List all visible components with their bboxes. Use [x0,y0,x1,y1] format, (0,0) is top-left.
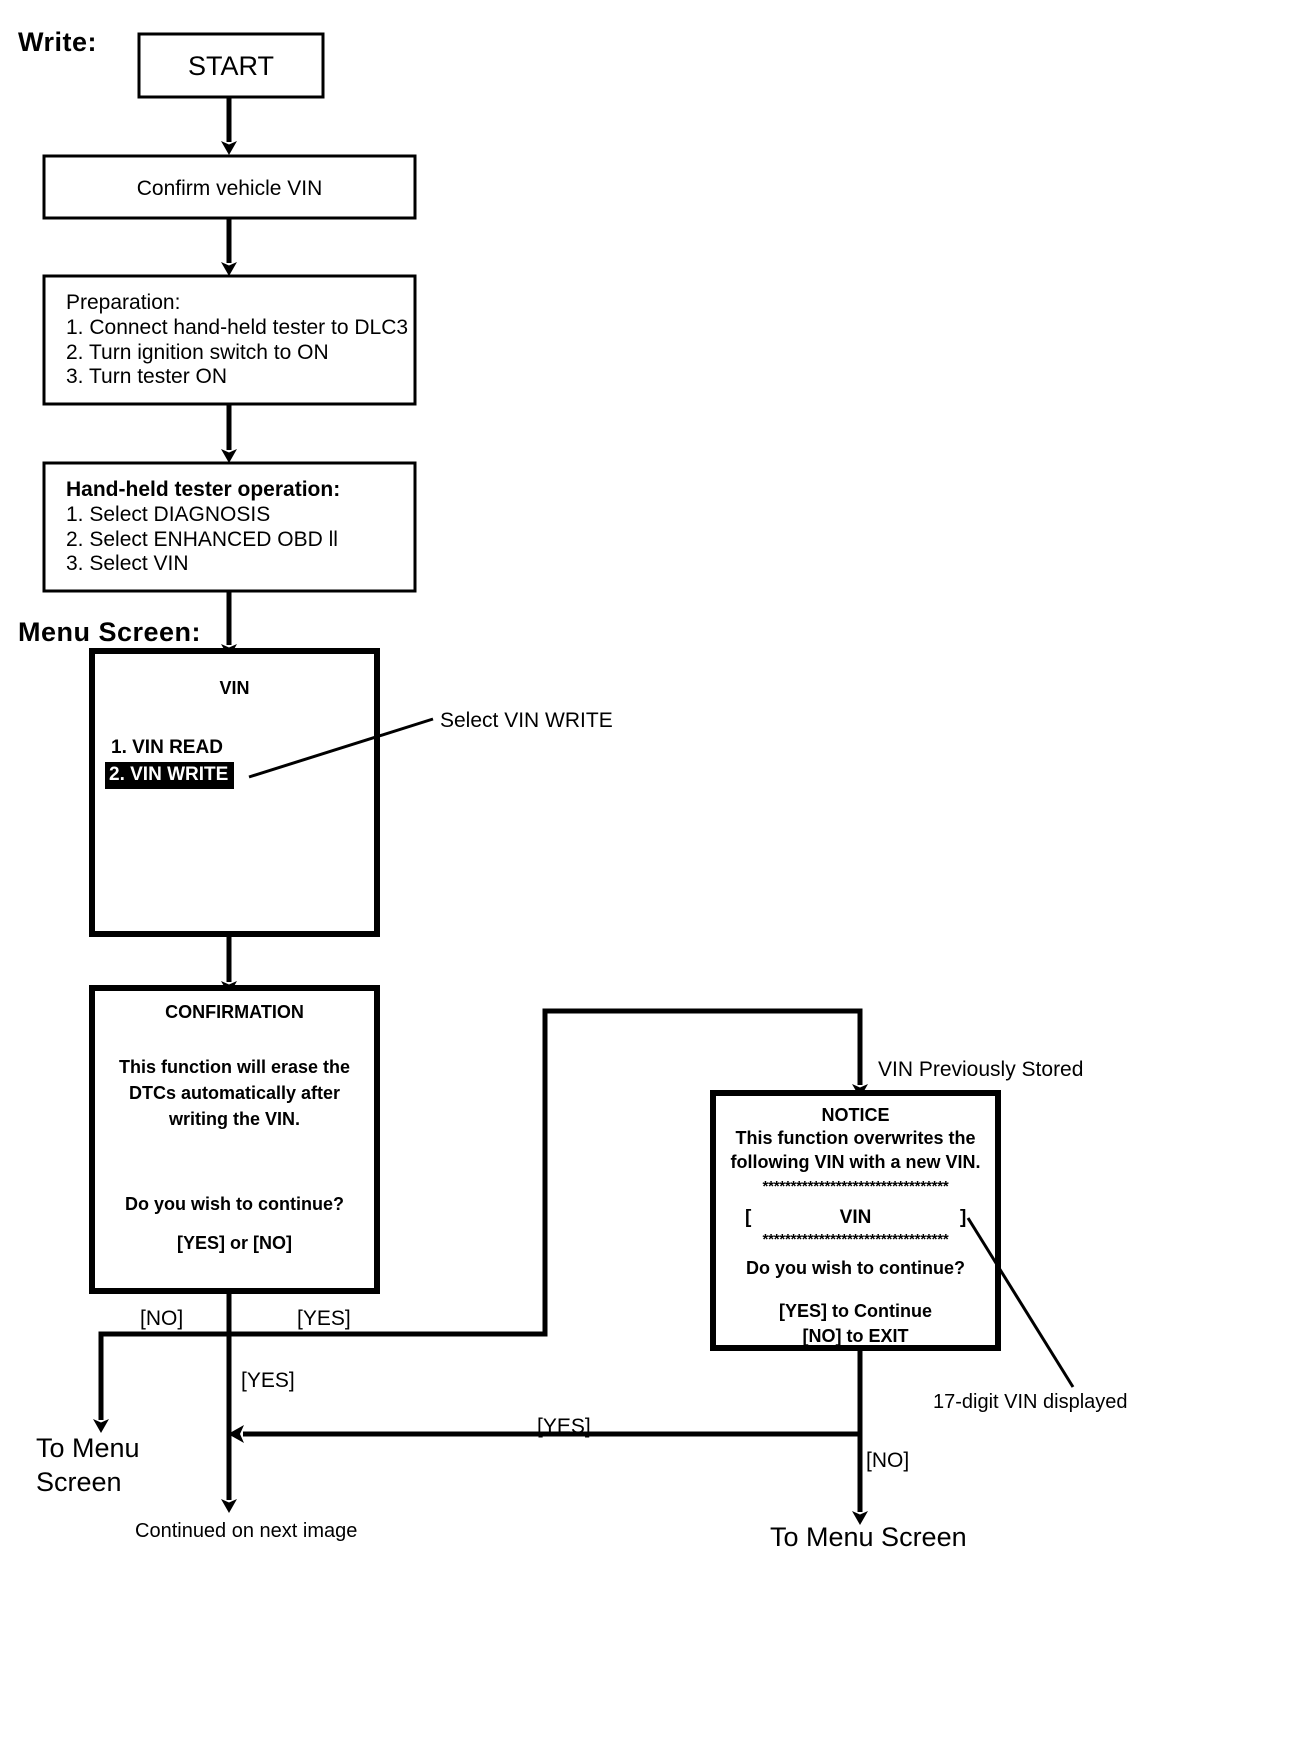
confirmation-body-line-2: DTCs automatically after [128,1083,341,1103]
node-vin-menu-screen [89,648,380,937]
node-confirmation-screen [89,985,380,1294]
edge-label-notice-yes: [YES] [537,1415,591,1438]
notice-title: NOTICE [821,1105,890,1125]
node-preparation [42,274,417,406]
tester-operation-heading: Hand-held tester operation: [66,478,341,501]
node-confirm-vin [42,154,417,220]
terminal-to-menu-screen-right: To Menu Screen [770,1522,967,1552]
notice-body-line-2: following VIN with a new VIN. [730,1152,981,1172]
confirmation-question: Do you wish to continue? [125,1194,344,1214]
preparation-step-2: 2. Turn ignition switch to ON [66,341,329,364]
terminal-to-menu-screen-left-line1: To Menu [36,1433,140,1463]
terminal-to-menu-screen-left-line2: Screen [36,1467,122,1497]
vin-menu-item-vin-read[interactable]: 1. VIN READ [111,737,223,758]
node-start [137,32,325,99]
leader-select-vin-write [248,717,434,779]
notice-body-line-1: This function overwrites the [735,1128,976,1148]
confirmation-body-line-3: writing the VIN. [168,1109,300,1129]
annotation-vin-previously-stored: VIN Previously Stored [878,1058,1084,1081]
page-title: Write: [18,27,98,57]
tester-operation-step-1: 1. Select DIAGNOSIS [66,503,271,526]
tester-operation-step-2: 2. Select ENHANCED OBD ll [66,528,338,551]
preparation-step-1: 1. Connect hand-held tester to DLC3 [66,316,409,339]
edge-label-confirmation-no: [NO] [140,1307,184,1330]
annotation-select-vin-write: Select VIN WRITE [440,709,613,732]
notice-question: Do you wish to continue? [746,1258,965,1278]
notice-separator-top: ********************************* [762,1178,949,1195]
vin-menu-item-vin-write[interactable]: 2. VIN WRITE [105,762,235,789]
menu-screen-heading: Menu Screen: [18,617,202,647]
node-notice-screen [710,1090,1001,1351]
vin-menu-title: VIN [219,678,250,698]
confirmation-body-line-1: This function will erase the [118,1057,351,1077]
edge-confirmation-yes-to-notice [226,1008,868,1337]
terminal-continued-on-next-image: Continued on next image [135,1520,358,1542]
notice-vin-close-bracket: ] [960,1207,967,1228]
notice-option-no: [NO] to EXIT [802,1326,909,1346]
notice-vin-value: VIN [839,1207,872,1228]
edge-label-confirmation-yes-right: [YES] [297,1307,351,1330]
edge-label-notice-no: [NO] [866,1449,910,1472]
preparation-step-3: 3. Turn tester ON [66,365,228,388]
edge-confirmation-no-to-menu [93,1331,229,1433]
confirmation-options: [YES] or [NO] [177,1233,292,1253]
annotation-17-digit-vin: 17-digit VIN displayed [933,1391,1128,1413]
edge-label-confirmation-yes-down: [YES] [241,1369,295,1392]
tester-operation-step-3: 3. Select VIN [66,552,189,575]
notice-vin-open-bracket: [ [745,1207,752,1228]
notice-option-yes: [YES] to Continue [779,1301,932,1321]
node-confirm-vin-label: Confirm vehicle VIN [136,177,323,200]
notice-separator-bottom: ********************************* [762,1231,949,1248]
confirmation-title: CONFIRMATION [165,1002,304,1022]
leader-17-digit-vin [966,1217,1075,1388]
node-start-label: START [187,51,274,81]
preparation-heading: Preparation: [66,291,181,314]
